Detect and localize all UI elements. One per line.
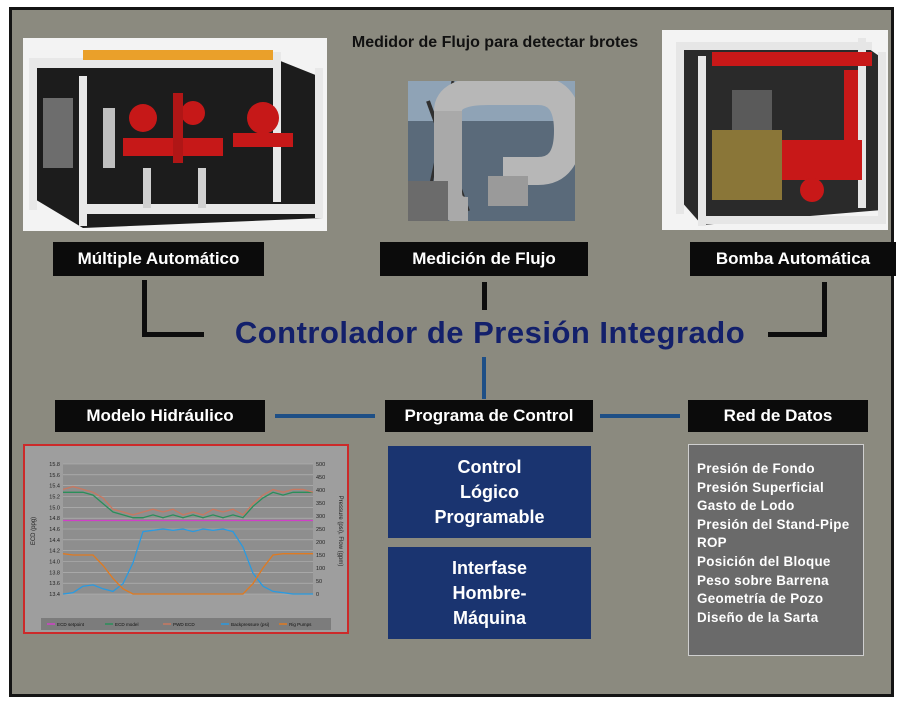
connector-right-vertical (822, 282, 827, 337)
diagram-title: Controlador de Presión Integrado (234, 315, 746, 350)
chart-svg: 15.8 15.6 15.4 15.2 15.0 14.8 14.6 14.4 14.2 14.0… (25, 446, 347, 632)
plc-line-1: Control (457, 457, 522, 477)
connector-left-vertical (142, 280, 147, 337)
series-line-3 (62, 528, 313, 595)
series-line-2 (62, 485, 314, 516)
y-tick-label: 14.0 (49, 560, 60, 566)
data-item: Presión del Stand-Pipe (697, 516, 850, 532)
connector-left-horizontal (142, 332, 204, 337)
y2-tick-label: 350 (316, 501, 325, 507)
label-red-de-datos: Red de Datos (688, 400, 868, 432)
legend-label: Backpressure (psi) (231, 622, 270, 627)
y-tick-label: 15.6 (49, 473, 60, 479)
legend-label: ECD model (115, 622, 139, 627)
hmi-line-3: Máquina (452, 608, 526, 628)
y-tick-label: 13.6 (49, 581, 60, 587)
y-axis-label: ECD (ppg) (31, 517, 37, 545)
data-item: Posición del Bloque (697, 553, 831, 569)
legend-label: Rig Pumps (289, 622, 312, 627)
series-line-4 (62, 553, 313, 595)
plc-line-2: Lógico (460, 482, 519, 502)
y2-tick-label: 100 (316, 566, 325, 572)
plc-line-3: Programable (434, 507, 545, 527)
y-tick-label: 14.8 (49, 516, 60, 522)
connector-control-datos (600, 414, 680, 418)
y-tick-label: 13.4 (49, 592, 60, 598)
hmi-line-1: Interfase (451, 558, 528, 578)
y-tick-label: 14.2 (49, 549, 60, 555)
data-item: ROP (697, 535, 727, 551)
legend-bar (41, 618, 331, 630)
y2-axis-label: Pressure (psi), Flow (gpm) (337, 496, 343, 567)
pump-skid-photo (662, 30, 888, 230)
y2-tick-label: 200 (316, 540, 325, 546)
manifold-skid-photo (23, 38, 327, 231)
y-tick-label: 15.0 (49, 505, 60, 511)
data-item: Gasto de Lodo (697, 498, 795, 514)
hmi-line-2: Hombre- (452, 583, 527, 603)
y2-tick-label: 50 (316, 579, 322, 585)
y2-tick-label: 450 (316, 475, 325, 481)
y-tick-label: 15.2 (49, 495, 60, 501)
data-item: Presión Superficial (697, 479, 825, 495)
data-item: Geometría de Pozo (697, 591, 824, 607)
label-modelo-hidraulico: Modelo Hidráulico (55, 400, 265, 432)
label-bomba-automatica: Bomba Automática (690, 242, 896, 276)
data-item: Diseño de la Sarta (697, 609, 819, 625)
y-tick-label: 15.4 (49, 484, 60, 490)
hmi-block: Interfase Hombre- Máquina (388, 547, 591, 639)
legend-label: PWD ECD (173, 622, 195, 627)
y2-tick-label: 150 (316, 553, 325, 559)
data-item: Presión de Fondo (697, 461, 815, 476)
connector-hidraulico-control (275, 414, 375, 418)
coriolis-flow-meter-photo (408, 81, 575, 221)
y-tick-label: 14.4 (49, 538, 60, 544)
label-programa-de-control: Programa de Control (385, 400, 593, 432)
y2-tick-label: 300 (316, 514, 325, 520)
y2-tick-label: 0 (316, 592, 319, 598)
connector-center-vertical (482, 282, 487, 310)
y-tick-label: 14.6 (49, 527, 60, 533)
label-medicion-de-flujo: Medición de Flujo (380, 242, 588, 276)
hydraulic-model-chart: 15.8 15.6 15.4 15.2 15.0 14.8 14.6 14.4 14.2 14.0… (23, 444, 349, 634)
y2-tick-label: 500 (316, 462, 325, 468)
data-list-box: Presión de Fondo Presión Superficial Gas… (688, 444, 864, 656)
connector-right-horizontal (768, 332, 827, 337)
connector-title-down (482, 357, 486, 399)
series-line-1 (63, 491, 313, 519)
y-tick-label: 15.8 (49, 462, 60, 468)
data-item: Peso sobre Barrena (697, 572, 829, 588)
plc-block: Control Lógico Programable (388, 446, 591, 538)
y2-tick-label: 400 (316, 488, 325, 494)
y-tick-label: 13.8 (49, 570, 60, 576)
legend-label: ECD setpoint (57, 622, 85, 627)
label-multiple-automatico: Múltiple Automático (53, 242, 264, 276)
top-caption: Medidor de Flujo para detectar brotes (351, 34, 639, 51)
y2-tick-label: 250 (316, 527, 325, 533)
